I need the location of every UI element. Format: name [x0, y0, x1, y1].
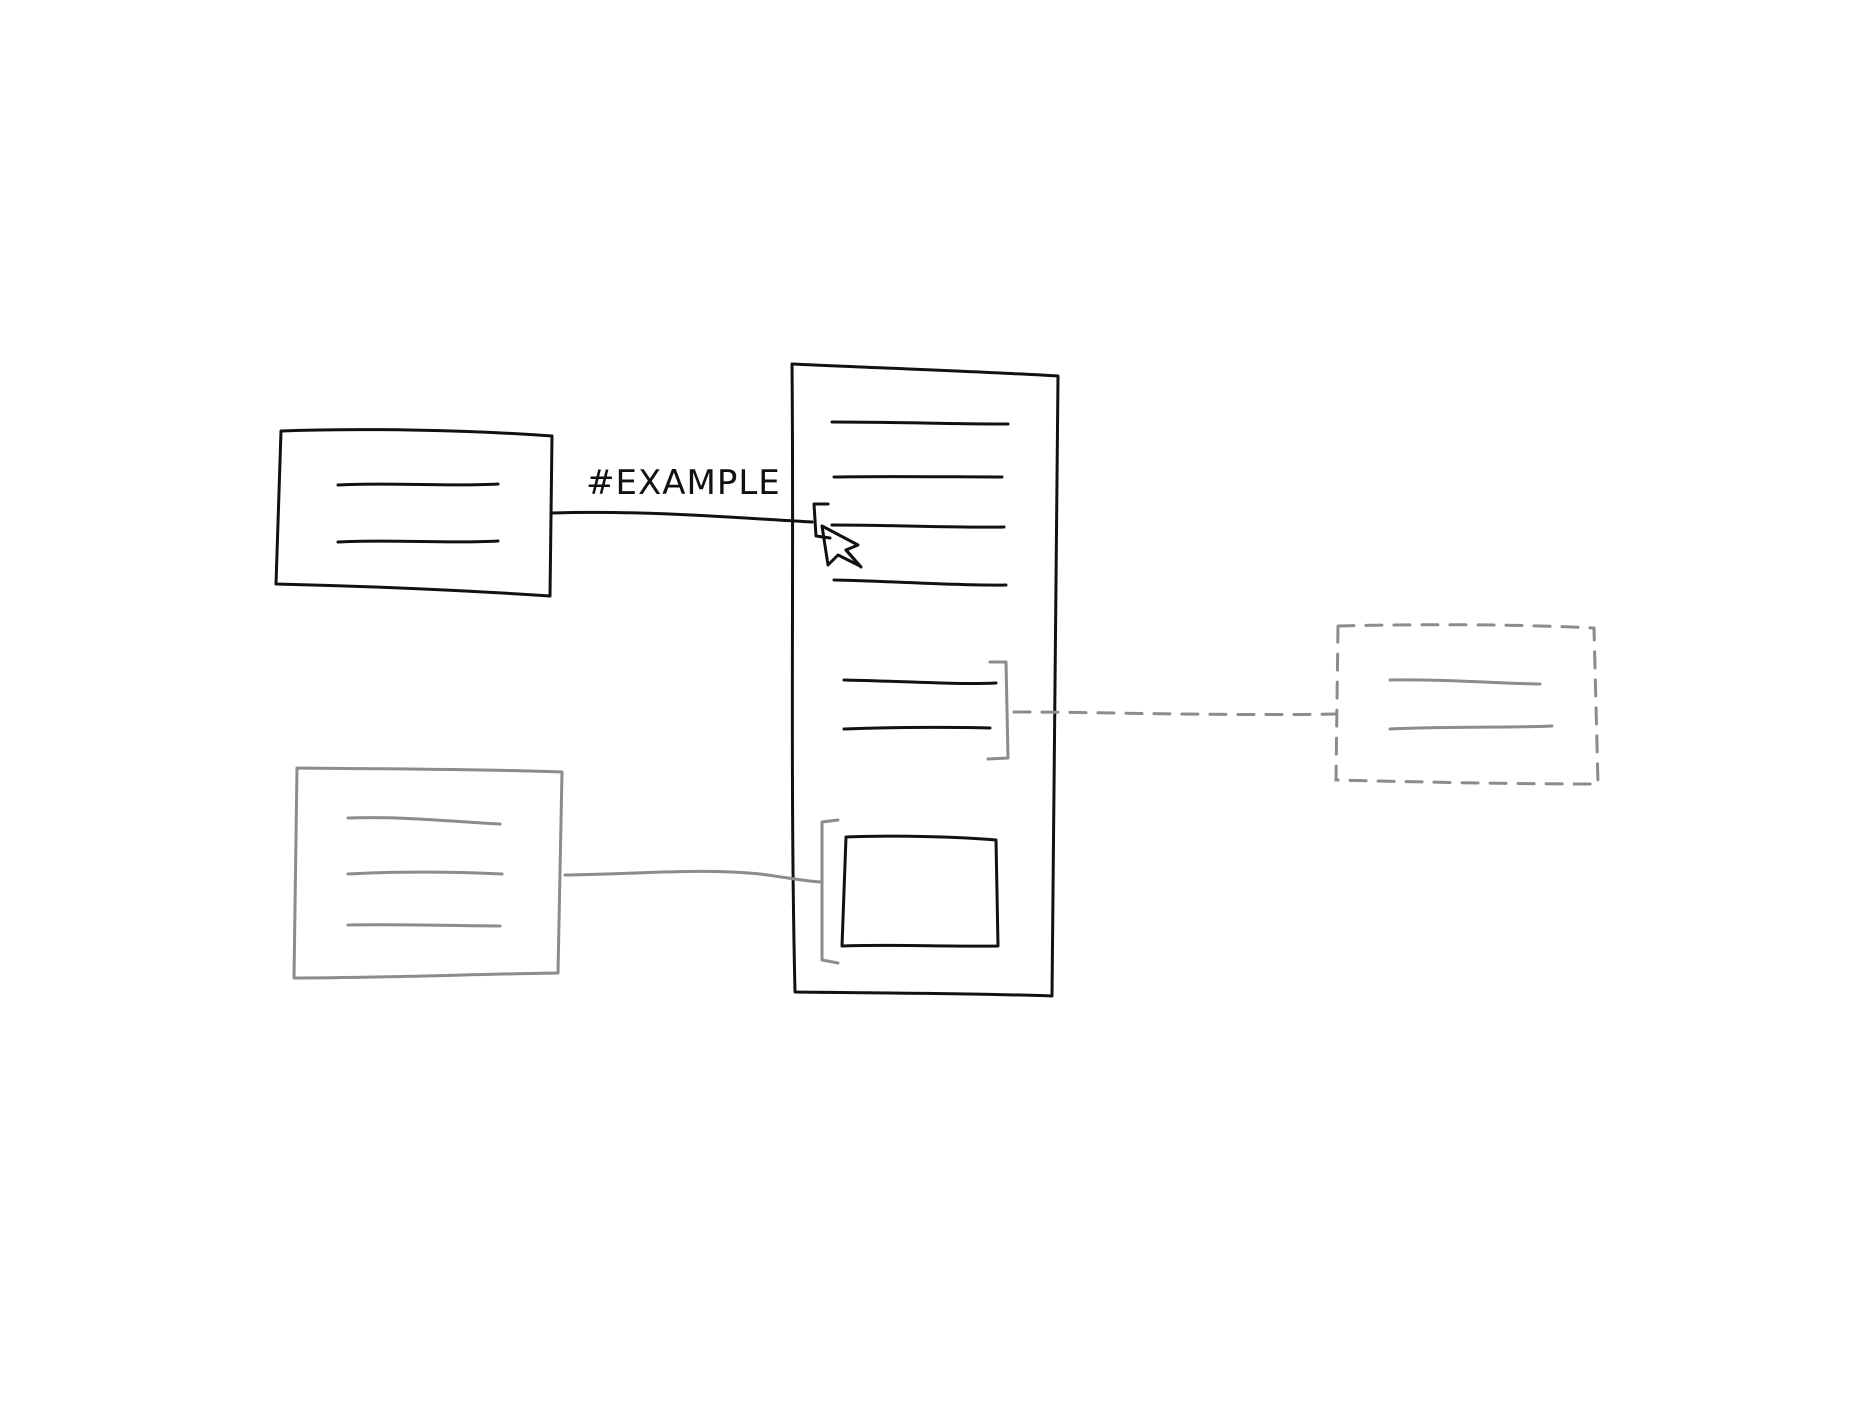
source-card-bottom-line-3: [346, 923, 502, 928]
document-line-5: [842, 678, 998, 686]
document-line-6: [842, 725, 992, 731]
source-card-bottom-line-1: [346, 816, 502, 826]
pointer-arrow-icon: [820, 524, 863, 569]
embedded-box: [840, 834, 1000, 948]
example-link-label: #EXAMPLE: [586, 463, 781, 503]
source-card-top-line-2: [336, 539, 500, 544]
source-card-bottom-line-2: [346, 870, 504, 876]
target-card-dashed-line-1: [1388, 678, 1542, 686]
document-line-1: [830, 420, 1010, 426]
source-card-bottom: [292, 766, 564, 980]
document-column: [790, 362, 1060, 998]
anchor-bracket-bottom: [820, 818, 840, 965]
example-link: #EXAMPLE: [551, 463, 814, 524]
source-card-top: [274, 428, 554, 598]
source-card-top-line-1: [336, 482, 500, 487]
anchor-bracket-middle: [986, 660, 1010, 761]
target-card-dashed: [1334, 623, 1600, 786]
document-line-4: [832, 578, 1008, 587]
target-card-dashed-line-2: [1388, 724, 1554, 731]
embed-link: [563, 869, 824, 884]
dashed-link: [1012, 710, 1338, 717]
document-line-3: [830, 523, 1006, 529]
